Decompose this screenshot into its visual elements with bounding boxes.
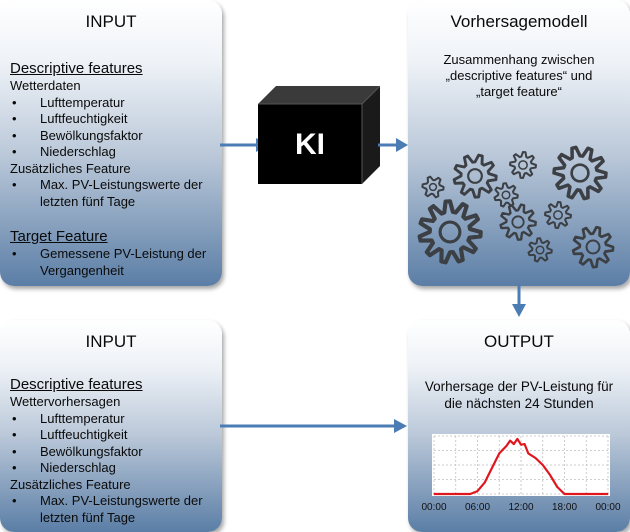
list-item-cloud-factor: Bewölkungsfaktor bbox=[10, 128, 203, 145]
pv-forecast-point bbox=[433, 493, 435, 495]
pv-forecast-chart: 00:00 06:00 12:00 18:00 00:00 bbox=[421, 434, 621, 513]
list-item-max-pv-cont: letzten fünf Tage bbox=[40, 193, 136, 209]
additional-feature-label: Zusätzliches Feature bbox=[10, 160, 131, 176]
input-bottom-text-block: Descriptive features Wettervorhersagen L… bbox=[10, 376, 203, 526]
weather-forecast-label: Wettervorhersagen bbox=[10, 394, 121, 409]
gear-icon bbox=[499, 203, 537, 241]
pv-forecast-point bbox=[563, 493, 566, 495]
list-item-measured-pv-cont: Vergangenheit bbox=[40, 262, 124, 278]
pv-forecast-point bbox=[476, 490, 479, 492]
additional-feature-label-bottom: Zusätzliches Feature bbox=[10, 476, 131, 492]
pv-forecast-point bbox=[491, 467, 493, 469]
target-text-block: Target Feature Gemessene PV-Leistung der… bbox=[10, 228, 206, 279]
pv-forecast-point bbox=[571, 493, 573, 495]
gear-hub bbox=[518, 160, 528, 170]
pv-forecast-point bbox=[516, 438, 518, 440]
input-panel-training: INPUT Descriptive features Wetterdaten L… bbox=[0, 0, 222, 286]
gear-hub bbox=[467, 168, 483, 184]
input-bottom-title: INPUT bbox=[85, 332, 137, 351]
weather-data-label: Wetterdaten bbox=[10, 78, 81, 93]
ki-cube: KI bbox=[258, 86, 380, 184]
list-item-humidity: Luftfeuchtigkeit bbox=[10, 111, 203, 128]
pv-forecast-line bbox=[434, 437, 608, 496]
gear-icon bbox=[493, 182, 519, 208]
model-title: Vorhersagemodell bbox=[450, 12, 588, 31]
list-item-humidity-bottom: Luftfeuchtigkeit bbox=[10, 427, 203, 444]
pv-forecast-point bbox=[498, 452, 500, 454]
gear-icon bbox=[571, 225, 615, 269]
pv-forecast-point bbox=[520, 444, 522, 446]
gear-hub bbox=[501, 190, 511, 200]
output-desc-line1: Vorhersage der PV-Leistung für bbox=[424, 379, 614, 394]
arrow-input-to-output bbox=[220, 419, 407, 433]
chart-x-tick-label: 00:00 bbox=[421, 502, 446, 513]
pv-forecast-point bbox=[607, 493, 609, 495]
chart-x-tick-label: 18:00 bbox=[552, 502, 577, 513]
model-desc-line1: Zusammenhang zwischen bbox=[443, 52, 595, 67]
list-item-cloud-factor-bottom: Bewölkungsfaktor bbox=[10, 444, 203, 461]
list-item-air-temperature: Lufttemperatur bbox=[10, 95, 203, 112]
pv-forecast-point bbox=[556, 486, 558, 488]
gear-hub bbox=[570, 163, 590, 183]
pv-forecast-point bbox=[534, 457, 537, 459]
arrow-ki-to-model bbox=[378, 138, 408, 152]
pv-forecast-point bbox=[549, 474, 551, 476]
chart-x-tick-label: 00:00 bbox=[595, 502, 620, 513]
gear-icon bbox=[544, 201, 572, 229]
pv-forecast-point bbox=[542, 464, 544, 466]
arrow-model-to-output bbox=[512, 284, 526, 317]
input-title: INPUT bbox=[85, 12, 137, 31]
pv-forecast-point bbox=[484, 481, 486, 483]
pv-forecast-point bbox=[527, 452, 529, 454]
output-description: Vorhersage der PV-Leistung für die nächs… bbox=[408, 378, 630, 412]
list-item-precipitation: Niederschlag bbox=[10, 144, 203, 161]
gear-hub bbox=[438, 220, 462, 244]
gear-hub bbox=[511, 215, 525, 229]
descriptive-features-heading: Descriptive features bbox=[10, 60, 143, 77]
ki-label: KI bbox=[295, 128, 325, 161]
descriptive-features-heading-bottom: Descriptive features bbox=[10, 376, 143, 393]
gear-hub bbox=[535, 245, 545, 255]
list-item-max-pv-bottom: Max. PV-Leistungswerte der bbox=[10, 493, 203, 510]
pv-forecast-point bbox=[509, 440, 511, 442]
pv-forecast-point bbox=[513, 443, 515, 445]
gear-icon bbox=[509, 151, 537, 179]
list-item-air-temperature-bottom: Lufttemperatur bbox=[10, 411, 203, 428]
model-description: Zusammenhang zwischen „descriptive featu… bbox=[408, 52, 630, 100]
output-title: OUTPUT bbox=[484, 332, 554, 351]
output-panel: OUTPUT Vorhersage der PV-Leistung für di… bbox=[408, 320, 630, 532]
gear-icon bbox=[552, 145, 608, 201]
list-item-max-pv-cont-bottom: letzten fünf Tage bbox=[40, 509, 136, 525]
chart-x-tick-label: 06:00 bbox=[465, 502, 490, 513]
list-item-max-pv: Max. PV-Leistungswerte der bbox=[10, 177, 203, 194]
model-desc-line3: „target feature“ bbox=[476, 84, 562, 99]
gears-illustration bbox=[417, 145, 615, 269]
list-item-precipitation-bottom: Niederschlag bbox=[10, 460, 203, 477]
gear-icon bbox=[527, 237, 553, 263]
chart-x-tick-label: 12:00 bbox=[508, 502, 533, 513]
gear-icon bbox=[452, 153, 498, 199]
output-desc-line2: die nächsten 24 Stunden bbox=[444, 396, 594, 411]
input-panel-forecast: INPUT Descriptive features Wettervorhers… bbox=[0, 320, 222, 532]
model-desc-line2: „descriptive features“ und bbox=[445, 68, 593, 83]
pv-forecast-point bbox=[505, 445, 508, 447]
gear-hub bbox=[585, 239, 601, 255]
list-item-measured-pv: Gemessene PV-Leistung der bbox=[10, 246, 206, 263]
gear-hub bbox=[428, 182, 438, 192]
target-feature-heading: Target Feature bbox=[10, 228, 108, 245]
pv-forecast-point bbox=[469, 493, 471, 495]
model-panel: Vorhersagemodell Zusammenhang zwischen „… bbox=[408, 0, 630, 286]
input-text-block: Descriptive features Wetterdaten Lufttem… bbox=[10, 60, 203, 210]
pv-forecast-point bbox=[524, 443, 526, 445]
gear-hub bbox=[553, 210, 563, 220]
gear-icon bbox=[417, 199, 483, 265]
gear-icon bbox=[421, 175, 445, 199]
